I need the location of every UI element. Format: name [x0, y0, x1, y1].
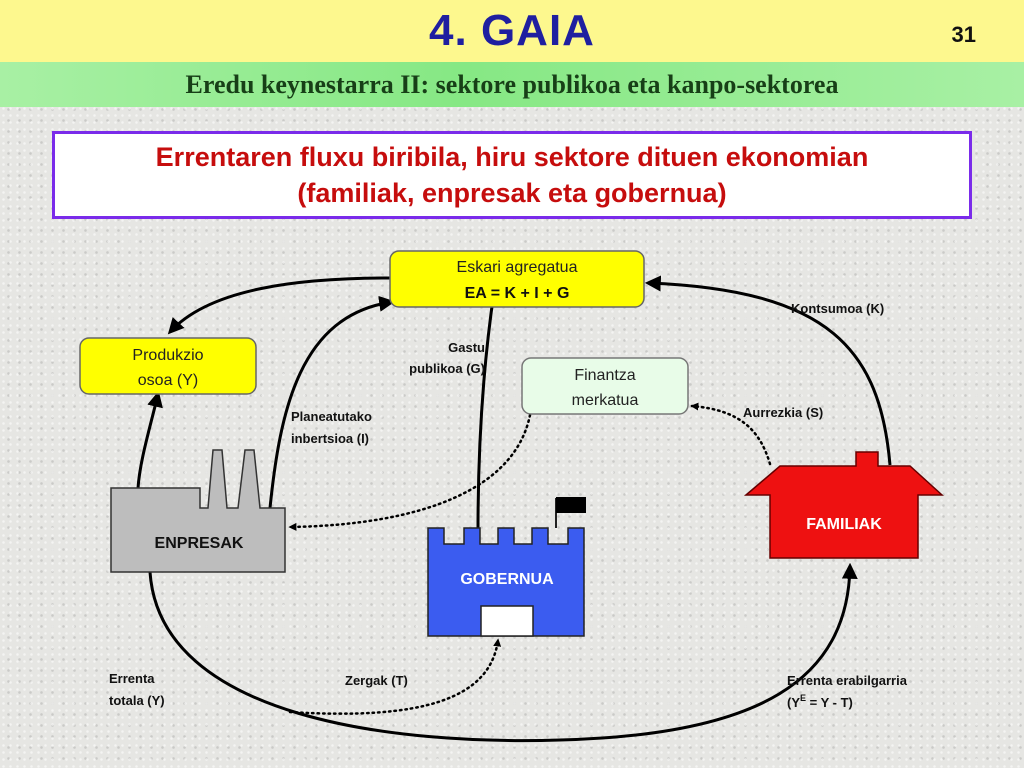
errenta-erabilgarria-superscript: E: [800, 693, 806, 703]
flow-eskari-to-produkzio: [167, 276, 391, 335]
errenta-erabilgarria-label-1: Errenta erabilgarria: [787, 673, 908, 688]
errenta-totala-label-2: totala (Y): [109, 693, 165, 708]
errenta-totala-label-1: Errenta: [109, 671, 155, 686]
government-building: [427, 527, 585, 637]
produkzio-osoa-label-1: Produkzio: [132, 347, 203, 364]
house-shape: [743, 451, 944, 559]
finantza-merkatua-label-2: merkatua: [572, 392, 639, 409]
eskari-agregatua-label: Eskari agregatua: [457, 259, 578, 276]
finantza-merkatua-label-1: Finantza: [574, 367, 635, 384]
flow-finantza-to-enpresak: [288, 413, 532, 531]
kontsumoa-label: Kontsumoa (K): [791, 301, 884, 316]
subtitle-band: [0, 62, 1024, 107]
errenta-erabilgarria-part-a: (Y: [787, 695, 800, 710]
flag-icon: [556, 497, 586, 513]
eskari-agregatua-formula: EA = K + I + G: [465, 285, 570, 302]
gobernua-label: GOBERNUA: [460, 571, 554, 588]
planeatutako-inbertsioa-label-1: Planeatutako: [291, 409, 372, 424]
familiak-house: FAMILIAK: [743, 451, 944, 559]
gastu-publikoa-label-2: publikoa (G): [409, 361, 485, 376]
flow-zergak-to-gobernua: [288, 638, 502, 715]
heading-line-2: (familiak, enpresak eta gobernua): [297, 178, 727, 208]
slide-number: 31: [951, 22, 976, 47]
gastu-publikoa-label-1: Gastu: [448, 340, 485, 355]
flow-errenta-loop: [148, 562, 858, 743]
enpresak-factory: ENPRESAK: [110, 449, 286, 573]
heading-box: Errentaren fluxu biribila, hiru sektore …: [52, 131, 972, 219]
errenta-erabilgarria-label-2: (YE = Y - T): [787, 693, 853, 710]
flow-kontsumoa-to-eskari: [644, 275, 892, 466]
familiak-label: FAMILIAK: [806, 516, 882, 533]
factory-building: [110, 449, 286, 573]
gobernua-building: GOBERNUA: [427, 497, 586, 637]
produkzio-osoa-label-2: osoa (Y): [138, 372, 198, 389]
flow-investment-to-eskari: [268, 295, 396, 509]
heading-line-1: Errentaren fluxu biribila, hiru sektore …: [155, 142, 869, 172]
planeatutako-inbertsioa-label-2: inbertsioa (I): [291, 431, 369, 446]
title-band: [0, 0, 1024, 62]
eskari-agregatua-box: [389, 250, 645, 308]
zergak-label: Zergak (T): [345, 673, 408, 688]
flow-enpresak-to-produkzio: [136, 390, 163, 489]
errenta-erabilgarria-part-b: = Y - T): [806, 695, 853, 710]
slide-title: 4. GAIA: [429, 6, 595, 55]
flow-gastu-publikoa-to-eskari: [476, 288, 501, 531]
aurrezkia-label: Aurrezkia (S): [743, 405, 823, 420]
flow-aurrezkia-to-finantza: [690, 402, 772, 466]
produkzio-osoa-box: [79, 337, 257, 395]
slide-subtitle: Eredu keynestarra II: sektore publikoa e…: [185, 70, 839, 99]
finantza-merkatua-box: [521, 357, 689, 415]
government-door: [480, 605, 534, 637]
enpresak-label: ENPRESAK: [155, 535, 244, 552]
